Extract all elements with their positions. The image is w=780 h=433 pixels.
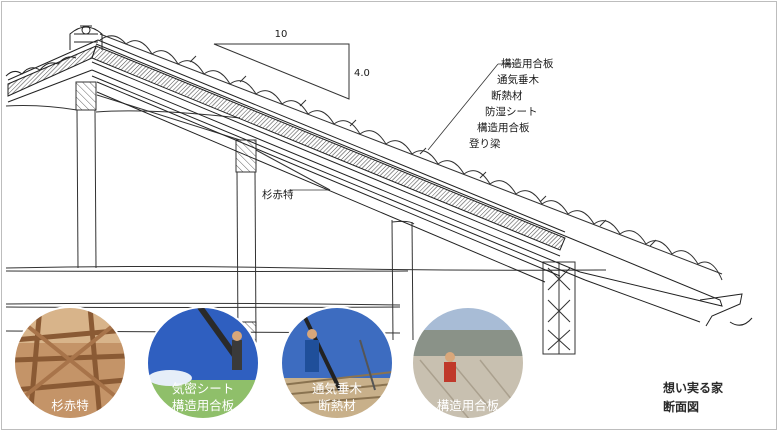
photo-4: 構造用合板 [411,306,525,420]
slope-indicator: 10 4.0 [213,29,370,100]
leader-lines [290,63,518,191]
photo-3-caption-1: 通気垂木 [312,381,363,396]
layer-label-moisture-sheet: 防湿シート [485,105,538,118]
roof-left [5,39,99,103]
roof-right [91,39,753,327]
slope-rise-label: 4.0 [354,68,370,79]
drawing-title: 想い実る家 断面図 [662,380,724,414]
photo-2-caption-1: 気密シート [172,381,235,396]
slope-run-label: 10 [275,29,288,40]
roof-tiles-right [99,33,723,281]
layer-labels: 構造用合板 通気垂木 断熱材 防湿シート 構造用合板 登り梁 杉赤特 [262,57,554,201]
layer-label-structural-plywood-bottom: 構造用合板 [477,121,530,134]
layer-label-ventilated-rafter: 通気垂木 [497,73,539,86]
ridge-ornament [69,25,103,50]
eave-column [542,261,576,355]
photo-2: 気密シート 構造用合板 [146,306,260,420]
photo-4-caption: 構造用合板 [437,398,500,413]
title-line-2: 断面図 [663,399,699,414]
layer-label-insulation: 断熱材 [491,89,523,102]
title-line-1: 想い実る家 [662,380,724,395]
photo-3-caption-2: 断熱材 [318,398,356,413]
layer-label-sloped-beam: 登り梁 [469,137,501,150]
photo-3: 通気垂木 断熱材 [280,306,394,420]
layer-label-structural-plywood-top: 構造用合板 [501,57,554,70]
left-wall [5,81,241,269]
photo-2-caption-2: 構造用合板 [172,398,235,413]
post-label: 杉赤特 [262,188,294,201]
right-post [391,219,415,341]
photo-1-caption: 杉赤特 [51,398,89,413]
photo-1: 杉赤特 [13,306,127,420]
